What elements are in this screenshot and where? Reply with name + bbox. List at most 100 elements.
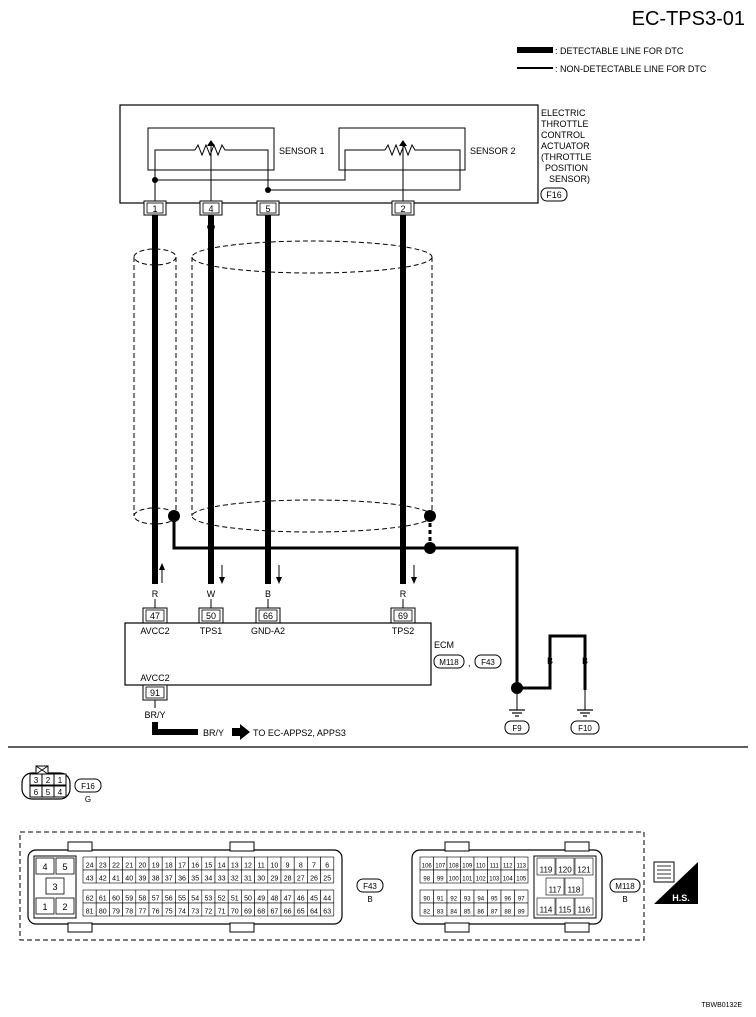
f43-pin-cell	[320, 902, 335, 917]
f43-pin: 11	[258, 863, 265, 870]
f43-pin: 32	[231, 876, 239, 883]
f43-pin: 46	[297, 896, 305, 903]
f43-pin: 6	[325, 863, 329, 870]
m118-pin: 107	[435, 864, 446, 870]
f43-pin: 80	[99, 909, 107, 916]
f16-tag-text: F16	[546, 190, 562, 200]
f16-pin: 1	[58, 776, 63, 785]
f43-pin: 23	[99, 863, 107, 870]
actuator-label-6: POSITION	[545, 163, 588, 173]
f43-pin: 16	[191, 863, 199, 870]
m118-pin-cell	[514, 902, 529, 917]
m118-pin: 105	[516, 877, 527, 883]
f43-face-color: B	[367, 895, 372, 904]
f43-pin: 17	[178, 863, 186, 870]
f43-pin: 25	[323, 876, 331, 883]
f43-big-pin: 1	[42, 902, 47, 912]
f43-pin: 36	[178, 876, 186, 883]
actuator-label-3: CONTROL	[541, 130, 585, 140]
f43-pin: 47	[284, 896, 292, 903]
m118-big-pin-cell	[574, 897, 594, 916]
ecm-pin-91: 91	[150, 688, 160, 698]
m118-pin: 87	[491, 910, 498, 916]
f43-pin: 54	[191, 896, 199, 903]
wire-color-bottom: R	[400, 589, 407, 599]
f43-pin: 74	[178, 909, 186, 916]
ecm-label-tps1: TPS1	[200, 626, 223, 636]
m118-big-pin: 119	[540, 866, 553, 875]
f43-pin: 18	[165, 863, 173, 870]
m118-pin: 104	[503, 877, 514, 883]
f43-pin: 72	[205, 909, 213, 916]
m118-pin: 93	[464, 897, 471, 903]
m118-tag-text: M118	[439, 658, 459, 667]
f43-pin: 67	[271, 909, 279, 916]
f43-pin: 26	[310, 876, 318, 883]
f43-pin: 63	[323, 909, 331, 916]
f43-pin: 39	[139, 876, 147, 883]
m118-pin: 108	[449, 864, 460, 870]
f43-pin: 65	[297, 909, 305, 916]
f16-face-tag: F16	[81, 782, 95, 791]
f43-pin: 20	[139, 863, 147, 870]
f16-pin: 2	[46, 776, 51, 785]
actuator-label-2: THROTTLE	[541, 119, 589, 129]
m118-pin: 92	[450, 897, 457, 903]
legend-detectable-text: : DETECTABLE LINE FOR DTC	[555, 46, 684, 56]
legend-non-detectable-text: : NON-DETECTABLE LINE FOR DTC	[555, 64, 707, 74]
f43-pin: 58	[139, 896, 147, 903]
f43-pin: 77	[139, 909, 147, 916]
m118-pin: 99	[437, 877, 444, 883]
f43-pin: 24	[86, 863, 94, 870]
sensor2-resistor	[268, 143, 461, 191]
f43-pin: 69	[244, 909, 252, 916]
throttle-actuator: SENSOR 1 SENSOR 2 ELECTRIC THROTTLE CONT…	[119, 104, 592, 204]
f16-pin: 5	[46, 788, 51, 797]
f43-pin: 35	[191, 876, 199, 883]
f43-pin: 22	[112, 863, 120, 870]
wire-color-bottom: R	[152, 589, 159, 599]
actuator-label-5: (THROTTLE	[541, 152, 592, 162]
f43-pin: 57	[152, 896, 160, 903]
f43-pin: 44	[323, 896, 331, 903]
actuator-label-7: SENSOR)	[549, 174, 590, 184]
ecm-connector-separator: ,	[468, 658, 471, 668]
m118-pin: 110	[476, 864, 486, 870]
m118-pin: 86	[477, 910, 484, 916]
f43-pin-cell	[320, 869, 335, 884]
m118-big-pin-cell	[536, 857, 556, 876]
f43-pin: 76	[152, 909, 160, 916]
m118-pin: 94	[477, 897, 484, 903]
m118-pin: 97	[518, 897, 525, 903]
f43-big-pin: 4	[42, 862, 47, 872]
f43-pin: 50	[244, 896, 252, 903]
f16-face-color: G	[85, 795, 91, 804]
f43-pin: 59	[125, 896, 133, 903]
figure-code: TBWB0132E	[702, 1002, 743, 1009]
f43-pin: 64	[310, 909, 318, 916]
f43-pin: 19	[152, 863, 160, 870]
connector-group-outline	[19, 831, 645, 941]
ground-wire-b2: B	[582, 656, 588, 666]
ecm-label-avcc2-out: AVCC2	[140, 673, 169, 683]
f43-pin: 70	[231, 909, 239, 916]
m118-pin: 100	[449, 877, 460, 883]
ecm-pin-69: 69	[398, 611, 408, 621]
f43-pin: 55	[178, 896, 186, 903]
sensor2-label: SENSOR 2	[470, 146, 516, 156]
m118-big-pin: 120	[558, 866, 572, 875]
f43-pin: 15	[205, 863, 213, 870]
f16-connector-tag	[540, 187, 568, 202]
f43-big-pin: 5	[62, 862, 67, 872]
m118-pin: 103	[489, 877, 500, 883]
ecm-title: ECM	[434, 640, 454, 650]
m118-pin: 96	[504, 897, 511, 903]
f43-pin: 12	[244, 863, 252, 870]
legend: : DETECTABLE LINE FOR DTC : NON-DETECTAB…	[517, 46, 707, 74]
m118-pin: 85	[464, 910, 471, 916]
ecm-pin-47: 47	[150, 611, 160, 621]
m118-pin: 106	[422, 864, 433, 870]
ecm-pin-66: 66	[263, 611, 273, 621]
